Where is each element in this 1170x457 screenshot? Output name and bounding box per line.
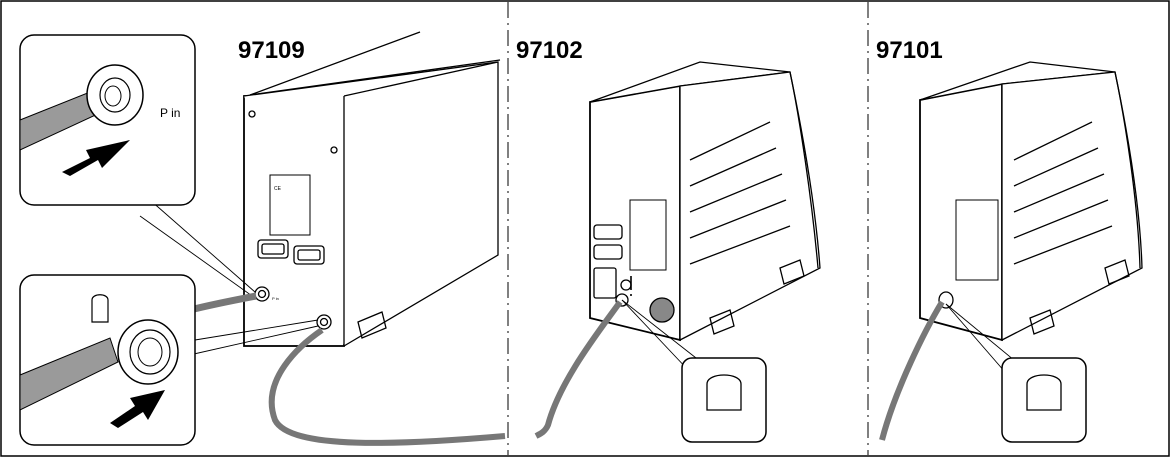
inset-vent-97102	[681, 357, 767, 443]
arrow-icon	[110, 390, 165, 428]
vent-symbol-icon	[1026, 374, 1062, 411]
panel-97101	[879, 61, 1143, 441]
inset-p-in-label: P in	[160, 106, 180, 120]
inset-vent-97101	[1001, 357, 1087, 443]
panel-97109: CE	[139, 31, 506, 446]
port-label-p-in: P in	[272, 296, 279, 301]
model-number-97109: 97109	[238, 37, 305, 64]
model-number-97102: 97102	[516, 37, 583, 64]
svg-text:CE: CE	[274, 186, 282, 192]
vent-symbol-icon	[91, 294, 109, 323]
inset-vent	[19, 274, 196, 446]
panel-97102	[534, 61, 821, 439]
hose-icon	[19, 337, 119, 411]
arrow-icon	[62, 140, 130, 176]
model-number-97101: 97101	[876, 37, 943, 64]
vent-symbol-icon	[706, 374, 742, 411]
inset-p-in: P in	[19, 34, 196, 206]
